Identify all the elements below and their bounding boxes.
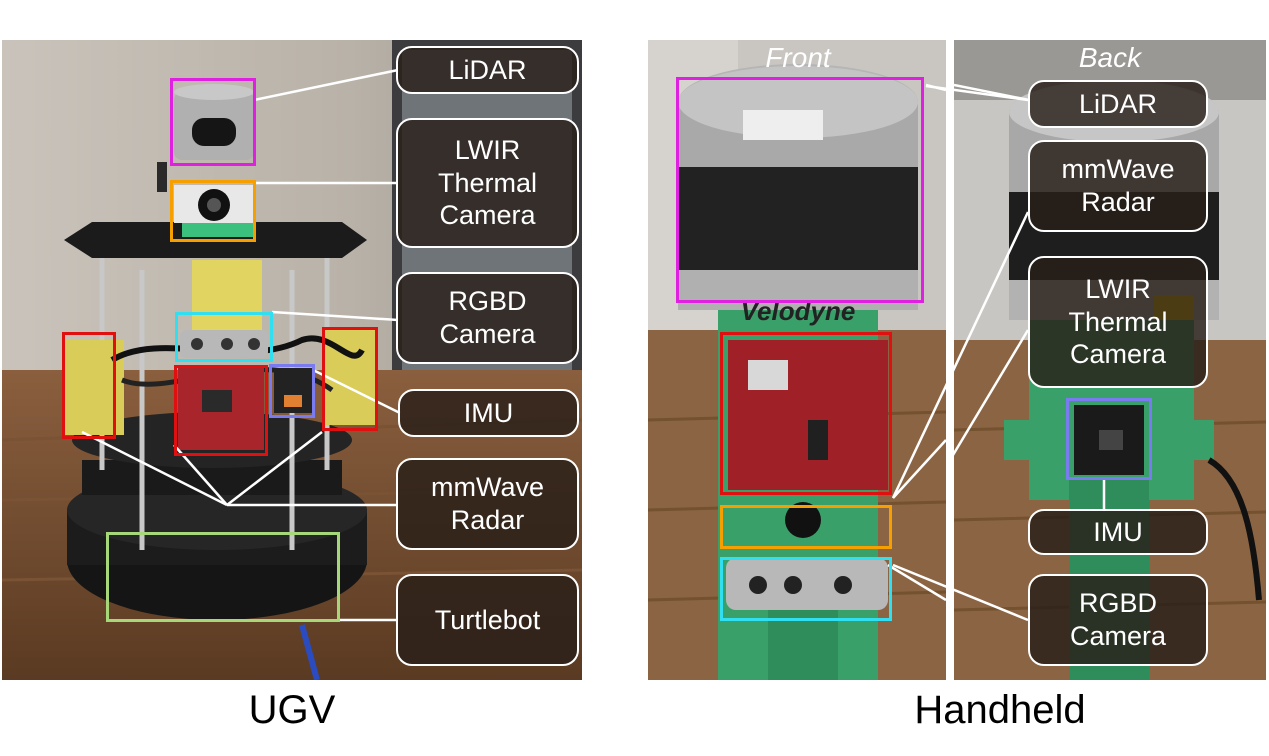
- handheld-thermal-camera-label: LWIR Thermal Camera: [1028, 256, 1208, 388]
- front-view-title: Front: [765, 42, 831, 73]
- rgbd-camera-highlight: [175, 312, 273, 362]
- radar-highlight-left: [62, 332, 116, 439]
- handheld-lidar-label: LiDAR: [1028, 80, 1208, 128]
- handheld-rgbd-camera-label: RGBD Camera: [1028, 574, 1208, 666]
- handheld-front-photo: Velodyne: [648, 40, 946, 680]
- radar-highlight-center: [174, 365, 268, 456]
- ugv-rgbd-camera-label: RGBD Camera: [396, 272, 579, 364]
- front-thermal-highlight: [720, 505, 892, 549]
- radar-highlight-right: [322, 327, 378, 431]
- ugv-mmwave-radar-label: mmWave Radar: [396, 458, 579, 550]
- handheld-caption: Handheld: [914, 688, 1086, 732]
- front-lidar-highlight: [676, 77, 924, 303]
- front-radar-highlight: [720, 332, 892, 495]
- front-rgbd-highlight: [720, 557, 892, 621]
- thermal-camera-highlight: [170, 180, 256, 242]
- back-imu-highlight: [1066, 398, 1152, 480]
- back-view-title: Back: [1078, 42, 1142, 73]
- lidar-highlight: [170, 78, 256, 166]
- handheld-front-illustration: Velodyne: [648, 40, 946, 680]
- ugv-imu-label: IMU: [398, 389, 579, 437]
- ugv-lidar-label: LiDAR: [396, 46, 579, 94]
- photo-divider: [946, 40, 954, 680]
- handheld-mmwave-radar-label: mmWave Radar: [1028, 140, 1208, 232]
- ugv-thermal-camera-label: LWIR Thermal Camera: [396, 118, 579, 248]
- ugv-caption: UGV: [248, 688, 336, 732]
- imu-highlight: [269, 364, 315, 418]
- handheld-imu-label: IMU: [1028, 509, 1208, 555]
- ugv-turtlebot-label: Turtlebot: [396, 574, 579, 666]
- turtlebot-highlight: [106, 532, 340, 622]
